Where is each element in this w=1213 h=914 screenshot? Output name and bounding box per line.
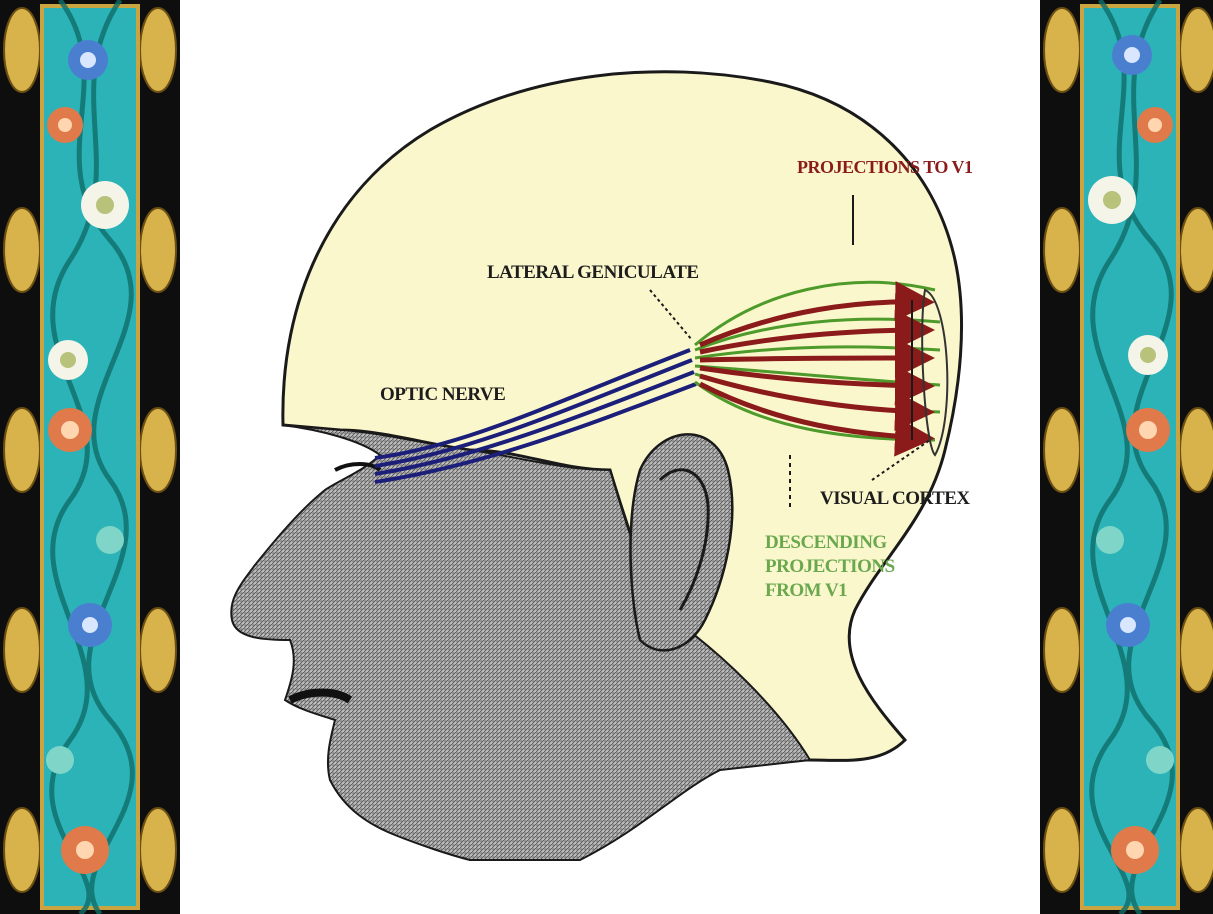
label-projections-to-v1: PROJECTIONS TO V1 xyxy=(797,157,973,178)
label-descending-projections: DESCENDING PROJECTIONS FROM V1 xyxy=(765,531,895,603)
label-visual-cortex: VISUAL CORTEX xyxy=(820,488,970,510)
label-descending-line3: FROM V1 xyxy=(765,579,895,603)
label-lateral-geniculate: LATERAL GENICULATE xyxy=(487,262,699,284)
label-descending-line1: DESCENDING xyxy=(765,531,895,555)
label-descending-line2: PROJECTIONS xyxy=(765,555,895,579)
label-optic-nerve: OPTIC NERVE xyxy=(380,384,505,406)
